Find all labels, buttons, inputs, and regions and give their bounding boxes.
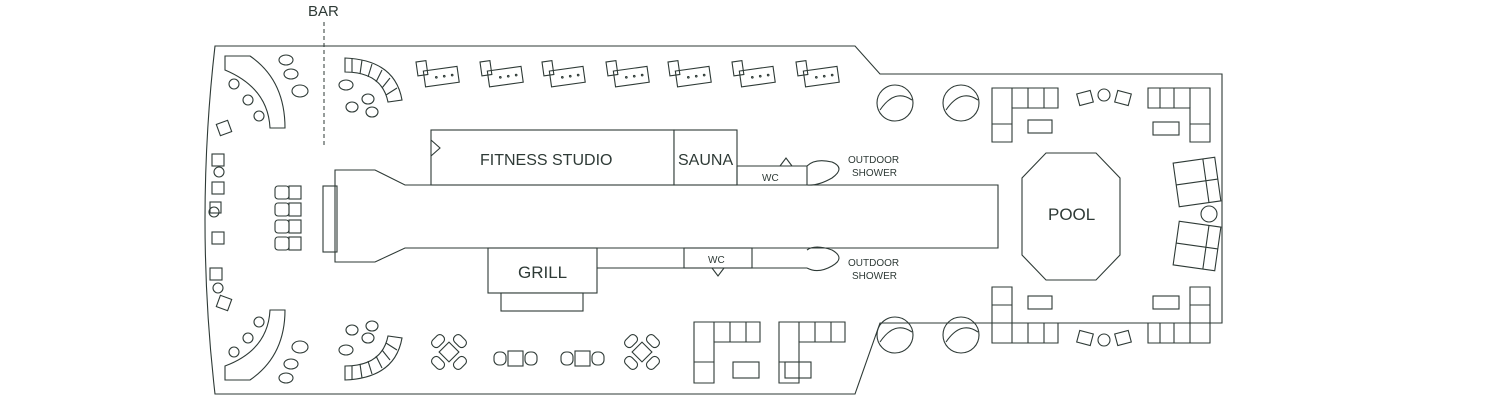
shower-top-icon [806, 160, 840, 186]
bar-stools-top [228, 54, 309, 122]
curved-bar-bottom [338, 320, 403, 381]
grill-counter [500, 292, 584, 312]
fitness-studio [430, 129, 675, 186]
wc-top-label: WC [762, 173, 779, 184]
wc-bottom [683, 247, 753, 269]
wc-bottom-label: WC [708, 255, 725, 266]
sofas-bottom [693, 321, 846, 384]
bar-stools-bottom [228, 316, 309, 384]
corridor-bench [322, 185, 338, 253]
curved-bar-top [338, 57, 403, 118]
dining-sets-bottom [431, 334, 660, 370]
sofas-pool-top [991, 87, 1211, 143]
chair-sets-pool [1076, 88, 1132, 347]
bar-label: BAR [308, 3, 339, 20]
pod-chairs [876, 84, 980, 354]
fitness-door-icon [430, 139, 441, 157]
shower-bottom-label-2: SHOWER [852, 271, 897, 282]
bar-counter-bottom [224, 309, 286, 381]
corridor [334, 169, 999, 263]
wc-top-door-icon [779, 157, 793, 167]
sun-loungers-top [415, 59, 840, 88]
sauna-label: SAUNA [678, 152, 733, 169]
grill-label: GRILL [518, 263, 567, 282]
pool-label: POOL [1048, 205, 1095, 224]
deck-outline [204, 45, 1223, 395]
wc-bottom-door-icon [711, 267, 725, 277]
sofas-pool-bottom [991, 286, 1211, 344]
shower-bottom-icon [806, 246, 840, 272]
left-edge-seating [208, 119, 233, 312]
shower-top-label-1: OUTDOOR [848, 155, 899, 166]
bar-counter-top [224, 55, 286, 129]
corridor-stools [274, 185, 302, 251]
shower-top-label-2: SHOWER [852, 168, 897, 179]
pool [1021, 152, 1121, 281]
shower-bottom-label-1: OUTDOOR [848, 258, 899, 269]
sauna [673, 129, 738, 186]
fitness-studio-label: FITNESS STUDIO [480, 152, 612, 169]
right-loungers [1172, 156, 1222, 272]
